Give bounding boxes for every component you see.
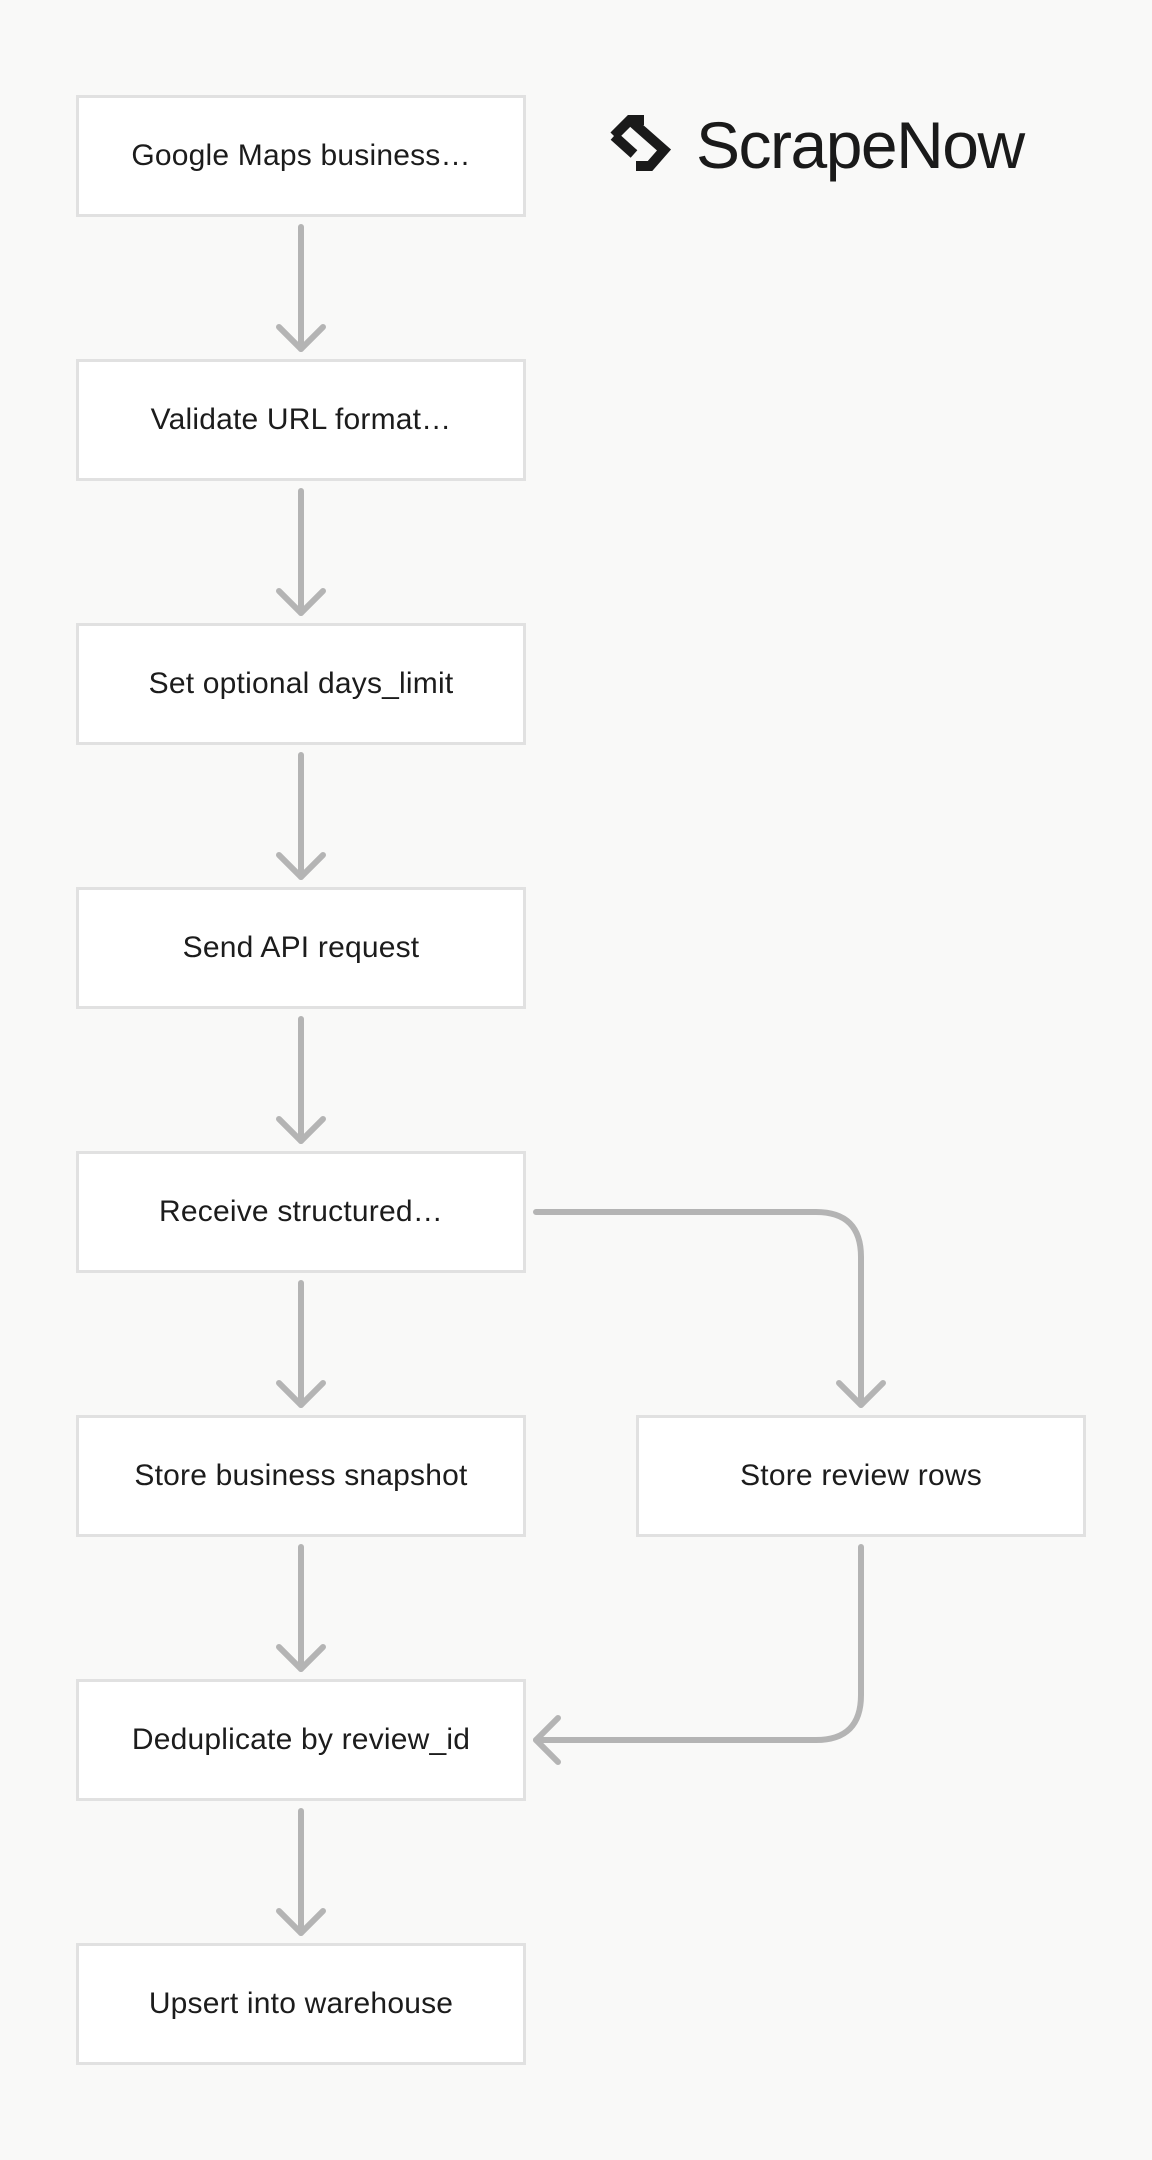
- edge-n6-n8-head: [276, 1644, 326, 1672]
- step-label: Validate URL format…: [150, 403, 452, 436]
- step-deduplicate: Deduplicate by review_id: [76, 1679, 526, 1801]
- step-google-maps-business: Google Maps business…: [76, 95, 526, 217]
- edge-n8-n9-head: [276, 1908, 326, 1936]
- scrapenow-logo-icon: [610, 115, 672, 171]
- brand-name: ScrapeNow: [696, 108, 1025, 182]
- step-validate-url: Validate URL format…: [76, 359, 526, 481]
- edge-n1-n2-head: [276, 324, 326, 352]
- edge-n3-n4-head: [276, 852, 326, 880]
- edge-n5-n6-head: [276, 1380, 326, 1408]
- edge-n2-n3-head: [276, 588, 326, 616]
- step-store-business-snapshot: Store business snapshot: [76, 1415, 526, 1537]
- step-label: Send API request: [182, 931, 420, 964]
- step-send-api-request: Send API request: [76, 887, 526, 1009]
- step-upsert-warehouse: Upsert into warehouse: [76, 1943, 526, 2065]
- step-set-days-limit: Set optional days_limit: [76, 623, 526, 745]
- edge-n5-n7-head: [836, 1380, 886, 1408]
- edge-n4-n5-head: [276, 1116, 326, 1144]
- edge-n7-n8-head: [533, 1715, 561, 1765]
- step-label: Deduplicate by review_id: [131, 1723, 471, 1756]
- step-store-review-rows: Store review rows: [636, 1415, 1086, 1537]
- step-label: Upsert into warehouse: [148, 1987, 454, 2020]
- step-label: Store review rows: [740, 1459, 982, 1492]
- step-receive-structured: Receive structured…: [76, 1151, 526, 1273]
- brand-header: ScrapeNow: [600, 100, 1025, 190]
- step-label: Google Maps business…: [131, 139, 471, 172]
- step-label: Set optional days_limit: [148, 667, 454, 700]
- step-label: Receive structured…: [159, 1195, 443, 1228]
- edge-n5-n7-line: [533, 1209, 864, 1408]
- edge-n7-n8-line: [533, 1544, 864, 1743]
- step-label: Store business snapshot: [134, 1459, 468, 1492]
